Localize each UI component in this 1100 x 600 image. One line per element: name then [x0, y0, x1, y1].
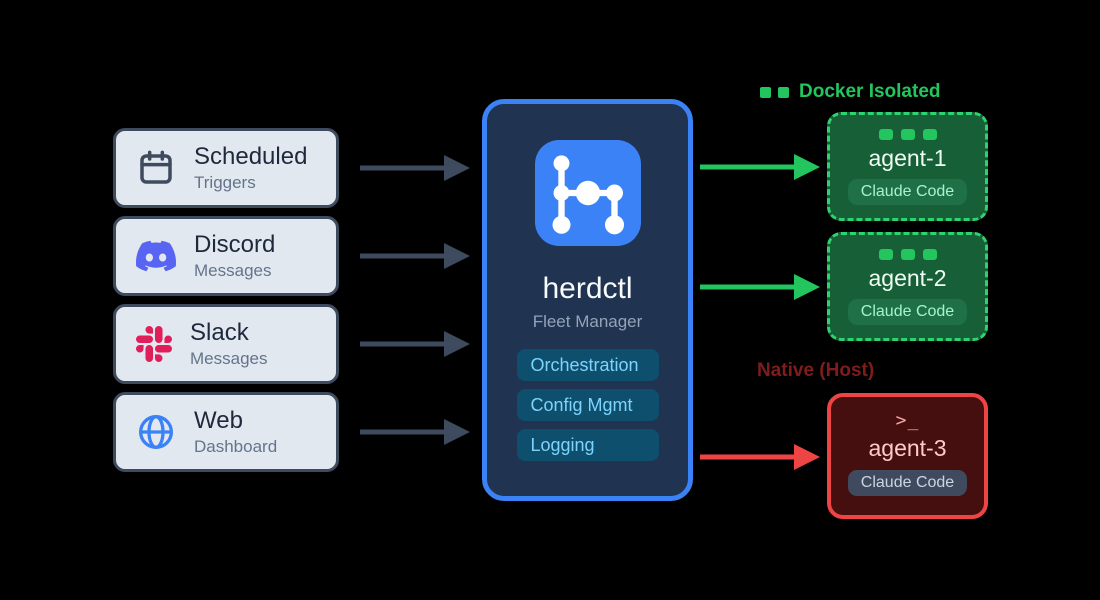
- agent-1-box: agent-1 Claude Code: [827, 112, 988, 221]
- dash-legend-icon: [760, 86, 771, 98]
- source-title: Slack: [190, 318, 249, 346]
- agent-name: agent-1: [868, 145, 947, 171]
- arrow-herdctl-to-agent-1: [700, 154, 820, 180]
- claude-code-badge: Claude Code: [847, 470, 968, 496]
- source-box-slack: Slack Messages: [113, 304, 339, 384]
- source-subtitle: Triggers: [194, 172, 256, 192]
- arrow-discord-to-herdctl: [360, 243, 470, 269]
- container-dots-icon: [878, 249, 937, 260]
- source-subtitle: Dashboard: [194, 436, 278, 456]
- source-box-scheduled: Scheduled Triggers: [113, 128, 339, 208]
- agent-2-box: agent-2 Claude Code: [827, 232, 988, 341]
- globe-icon: [136, 412, 176, 452]
- capability-pill-orchestration: Orchestration: [516, 349, 659, 381]
- capability-pill-logging: Logging: [516, 429, 659, 461]
- claude-code-badge: Claude Code: [847, 299, 968, 325]
- arrow-herdctl-to-agent-3: [700, 444, 820, 470]
- native-host-label-text: Native (Host): [757, 360, 875, 381]
- source-subtitle: Messages: [190, 348, 268, 368]
- herdctl-logo-icon: [534, 140, 641, 246]
- source-title: Discord: [194, 230, 276, 258]
- agent-name: agent-2: [868, 265, 947, 291]
- slack-icon: [136, 326, 172, 362]
- manager-role: Fleet Manager: [532, 312, 643, 331]
- discord-icon: [136, 236, 176, 276]
- dash-legend-icon: [778, 86, 789, 98]
- arrow-scheduled-to-herdctl: [360, 155, 470, 181]
- source-box-web: Web Dashboard: [113, 392, 339, 472]
- terminal-prompt-icon: >_: [895, 410, 920, 431]
- claude-code-badge: Claude Code: [847, 179, 968, 205]
- agent-3-box: >_ agent-3 Claude Code: [827, 393, 988, 519]
- arrow-web-to-herdctl: [360, 419, 470, 445]
- source-subtitle: Messages: [194, 260, 272, 280]
- capability-pill-config-mgmt: Config Mgmt: [516, 389, 659, 421]
- native-host-group-label: Native (Host): [757, 360, 874, 382]
- manager-name: herdctl: [542, 272, 633, 305]
- capability-list: Orchestration Config Mgmt Logging: [516, 349, 659, 461]
- source-box-discord: Discord Messages: [113, 216, 339, 296]
- herdctl-manager-box: herdctl Fleet Manager Orchestration Conf…: [482, 99, 693, 501]
- container-dots-icon: [878, 129, 937, 140]
- calendar-icon: [136, 148, 176, 188]
- source-title: Scheduled: [194, 142, 308, 170]
- source-title: Web: [194, 406, 243, 434]
- agent-name: agent-3: [868, 435, 947, 461]
- arrow-herdctl-to-agent-2: [700, 274, 820, 300]
- docker-isolated-label-text: Docker Isolated: [799, 81, 941, 102]
- docker-isolated-group-label: Docker Isolated: [760, 81, 941, 103]
- arrow-slack-to-herdctl: [360, 331, 470, 357]
